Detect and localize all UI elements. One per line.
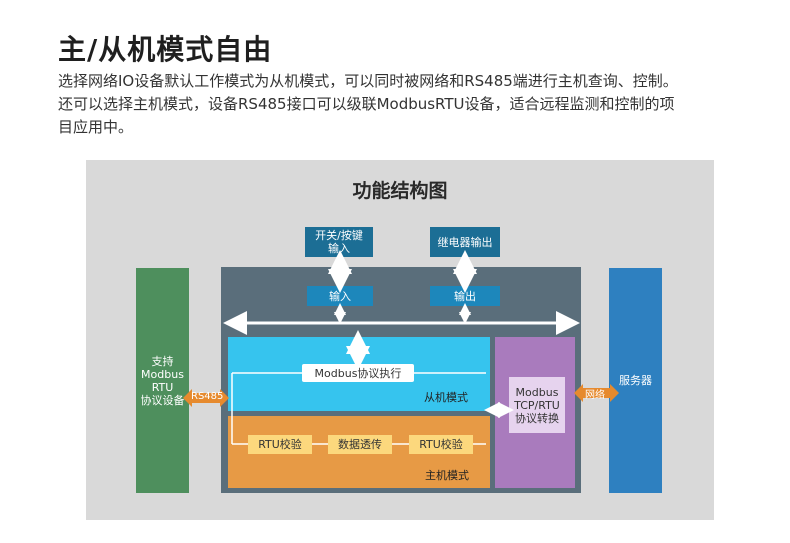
server-box: 服务器 [609,268,662,493]
network-tag: 网络 [585,390,605,401]
rtu-check-label-1: RTU校验 [258,438,302,451]
rtu-check-box-1: RTU校验 [248,435,312,454]
device-label-1: 支持 [151,354,174,368]
conv-label-3: 协议转换 [515,411,559,425]
diagram-title: 功能结构图 [352,180,448,202]
device-label-4: 协议设备 [140,393,185,407]
rtu-check-label-2: RTU校验 [419,438,463,451]
network-arrow [574,384,619,402]
relay-output-label: 继电器输出 [437,235,493,249]
slave-mode-label: 从机模式 [424,391,468,404]
server-label: 服务器 [619,374,652,387]
rs485-arrow [183,389,229,407]
modbus-rtu-device-box: 支持 Modbus RTU 协议设备 [136,268,189,493]
device-label-3: RTU [151,380,174,394]
description-line-2: 还可以选择主机模式，设备RS485接口可以级联ModbusRTU设备，适合远程监… [58,95,675,113]
modbus-exec-box: Modbus协议执行 [302,364,414,382]
data-passthrough-box: 数据透传 [328,435,392,454]
description-line-1: 选择网络IO设备默认工作模式为从机模式，可以同时被网络和RS485端进行主机查询… [58,72,678,90]
modbus-exec-label: Modbus协议执行 [314,366,402,380]
device-label-2: Modbus [141,367,184,381]
master-mode-label: 主机模式 [425,469,469,482]
conv-label-2: TCP/RTU [514,398,560,412]
protocol-conversion-box: Modbus TCP/RTU 协议转换 [509,377,565,433]
page-title: 主/从机模式自由 [58,33,273,66]
rs485-tag: RS485 [191,391,224,402]
data-passthrough-label: 数据透传 [338,438,382,451]
switch-input-label-1: 开关/按键 [315,229,363,242]
conv-label-1: Modbus [515,385,559,399]
description-line-3: 目应用中。 [58,118,134,136]
rtu-check-box-2: RTU校验 [409,435,473,454]
